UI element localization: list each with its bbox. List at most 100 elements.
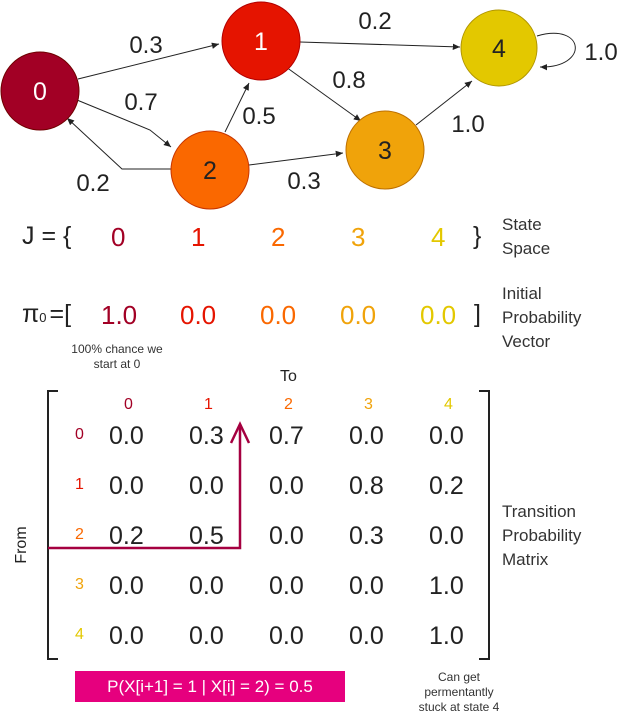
matrix-cell-3-4: 1.0	[429, 572, 464, 600]
state-node-1: 1	[221, 1, 301, 81]
matrix-cell-0-4: 0.0	[429, 422, 464, 450]
state-transition-graph: 0 1 2 3 4 0.3 0.7 0.2 0.5 0.3 0.2 0.8 1.…	[0, 1, 618, 210]
matrix-cell-4-0: 0.0	[109, 622, 144, 650]
state-node-4: 4	[460, 9, 538, 87]
initial-vector-caption-line3: Vector	[502, 332, 551, 351]
matrix-cell-3-3: 0.0	[349, 572, 384, 600]
initial-vector-caption: Initial Probability Vector	[502, 282, 581, 354]
matrix-cell-2-1: 0.5	[189, 522, 224, 550]
matrix-cell-3-1: 0.0	[189, 572, 224, 600]
state-node-1-label: 1	[254, 28, 268, 56]
matrix-cell-2-0: 0.2	[109, 522, 144, 550]
matrix-cell-0-2: 0.7	[269, 422, 304, 450]
matrix-cell-2-4: 0.0	[429, 522, 464, 550]
matrix-col-header-4: 4	[444, 396, 453, 413]
matrix-cell-3-2: 0.0	[269, 572, 304, 600]
state-space-prefix: J = {	[22, 222, 72, 250]
matrix-row-header-0: 0	[75, 426, 84, 443]
matrix-caption-line2: Probability	[502, 526, 582, 545]
initial-vector-value-3: 0.0	[340, 300, 377, 330]
state-space-close-brace: }	[473, 222, 482, 250]
edge-4-to-4	[536, 32, 576, 71]
initial-vector-value-4: 0.0	[420, 300, 457, 330]
state-node-2-label: 2	[203, 157, 217, 185]
edge-0-to-2	[76, 99, 172, 148]
initial-vector-close-bracket: ]	[474, 300, 481, 328]
initial-vector-note-line1: 100% chance we	[71, 342, 163, 356]
matrix-row-header-1: 1	[75, 476, 84, 493]
matrix-cell-1-4: 0.2	[429, 472, 464, 500]
absorbing-state-note-line1: Can get	[437, 670, 481, 684]
state-space-caption-line1: State	[502, 215, 542, 234]
matrix-cell-2-2: 0.0	[269, 522, 304, 550]
edge-label-0-1: 0.3	[129, 32, 162, 59]
edge-label-1-3: 0.8	[332, 67, 365, 94]
matrix-cell-1-2: 0.0	[269, 472, 304, 500]
initial-vector-note-line2: start at 0	[93, 357, 141, 371]
state-node-4-label: 4	[492, 35, 506, 63]
initial-vector-note: 100% chance we start at 0	[62, 342, 172, 372]
edge-0-to-1	[77, 42, 220, 80]
matrix-left-bracket	[47, 390, 58, 660]
initial-vector-caption-line2: Probability	[502, 308, 582, 327]
matrix-cell-4-2: 0.0	[269, 622, 304, 650]
edge-1-to-3	[285, 66, 362, 122]
state-node-3-label: 3	[378, 137, 392, 165]
state-space-item-4: 4	[431, 222, 446, 252]
absorbing-state-note-line2: permentantly	[424, 685, 494, 699]
initial-vector-caption-line1: Initial	[502, 284, 542, 303]
absorbing-state-note: Can get permentantly stuck at state 4	[404, 670, 514, 715]
state-node-3: 3	[345, 110, 425, 190]
matrix-cell-1-0: 0.0	[109, 472, 144, 500]
edge-label-2-1: 0.5	[242, 103, 275, 130]
state-node-2: 2	[170, 130, 250, 210]
initial-vector-prefix: π0=[	[22, 300, 71, 329]
edge-2-to-1	[224, 82, 250, 133]
matrix-cell-4-1: 0.0	[189, 622, 224, 650]
matrix-right-bracket	[479, 390, 490, 660]
edge-label-3-4: 1.0	[451, 111, 484, 138]
matrix-col-header-2: 2	[284, 396, 293, 413]
edge-label-1-4: 0.2	[358, 8, 391, 35]
matrix-row-header-2: 2	[75, 526, 84, 543]
matrix-cell-4-3: 0.0	[349, 622, 384, 650]
matrix-cell-2-3: 0.3	[349, 522, 384, 550]
matrix-col-header-0: 0	[124, 396, 133, 413]
state-space-caption: State Space	[502, 213, 550, 261]
state-node-0-label: 0	[33, 78, 47, 106]
highlight-arrowhead	[229, 421, 251, 444]
initial-vector-value-0: 1.0	[101, 300, 138, 330]
matrix-to-label: To	[280, 368, 297, 385]
matrix-col-header-3: 3	[364, 396, 373, 413]
edge-label-2-3: 0.3	[287, 168, 320, 195]
matrix-caption: Transition Probability Matrix	[502, 500, 581, 572]
initial-vector-pi: π	[22, 300, 40, 328]
edge-1-to-4	[299, 41, 461, 50]
matrix-row-header-3: 3	[75, 576, 84, 593]
highlight-path	[48, 424, 242, 550]
matrix-cell-4-4: 1.0	[429, 622, 464, 650]
initial-vector-value-2: 0.0	[260, 300, 297, 330]
matrix-row-header-4: 4	[75, 626, 84, 643]
initial-vector-value-1: 0.0	[180, 300, 217, 330]
state-space-caption-line2: Space	[502, 239, 551, 258]
matrix-col-header-1: 1	[204, 396, 213, 413]
matrix-cell-1-1: 0.0	[189, 472, 224, 500]
state-space-item-1: 1	[191, 222, 206, 252]
matrix-caption-line3: Matrix	[502, 550, 549, 569]
matrix-cell-3-0: 0.0	[109, 572, 144, 600]
edge-2-to-3	[248, 150, 344, 166]
matrix-cell-0-3: 0.0	[349, 422, 384, 450]
edge-label-2-0: 0.2	[76, 170, 109, 197]
edge-3-to-4	[415, 80, 473, 126]
initial-vector-equals: =[	[49, 300, 72, 328]
matrix-brackets	[47, 390, 490, 660]
matrix-cell-0-0: 0.0	[109, 422, 144, 450]
state-space-item-2: 2	[271, 222, 286, 252]
matrix-cell-0-1: 0.3	[189, 422, 224, 450]
state-space-item-0: 0	[111, 222, 126, 252]
state-node-0: 0	[0, 51, 80, 131]
matrix-caption-line1: Transition	[502, 502, 577, 521]
initial-vector-subscript: 0	[39, 310, 47, 325]
